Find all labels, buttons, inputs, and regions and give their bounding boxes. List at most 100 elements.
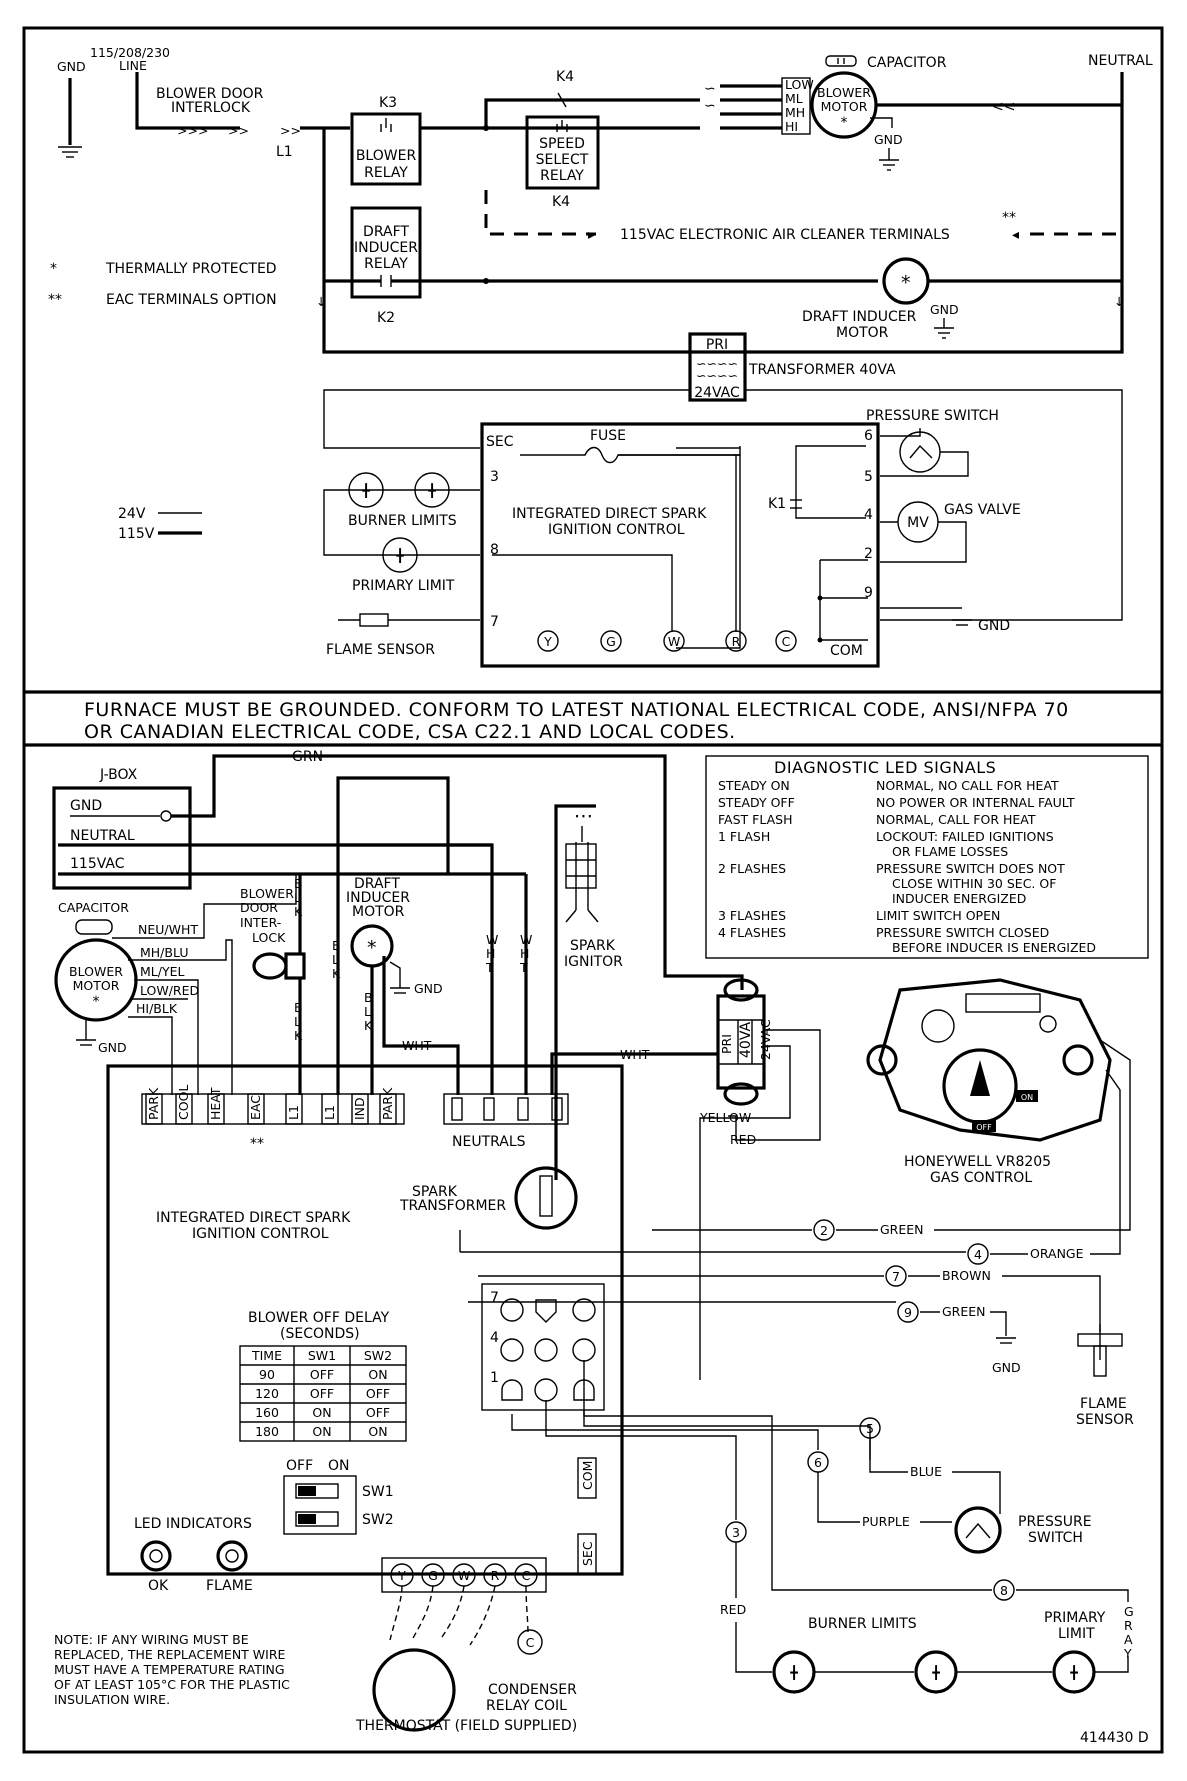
sw1-switch[interactable] <box>295 1483 339 1499</box>
diag-code: STEADY ON <box>718 778 790 793</box>
condenser-line2: RELAY COIL <box>486 1698 567 1714</box>
pl-line1: PRIMARY <box>1044 1610 1106 1626</box>
delay-cell: ON <box>368 1424 387 1439</box>
wire-n9: 9 <box>904 1305 912 1320</box>
svg-text:>>: >> <box>228 123 249 138</box>
delay-title-2: (SECONDS) <box>280 1326 360 1342</box>
svg-text:╋: ╋ <box>1070 1665 1078 1681</box>
tap-hi: HI <box>785 119 798 134</box>
diag-desc: NORMAL, NO CALL FOR HEAT <box>876 778 1059 793</box>
board-terminal-label: COOL <box>176 1085 191 1120</box>
pin-1: 1 <box>490 1370 499 1386</box>
wire-green: GREEN <box>880 1222 924 1237</box>
svg-text:↓: ↓ <box>316 294 326 309</box>
wire-neu-wht: NEU/WHT <box>138 922 198 937</box>
diag-desc: INDUCER ENERGIZED <box>892 891 1026 906</box>
gnd-label: GND <box>57 59 86 74</box>
k3-label: K3 <box>379 95 397 111</box>
svg-text:L: L <box>332 952 339 967</box>
wht-label-1: WHT <box>402 1038 432 1053</box>
svg-text:∽∽∽∽: ∽∽∽∽ <box>696 356 738 371</box>
bottom-term-w: W <box>458 1568 470 1583</box>
svg-text:L: L <box>294 890 301 905</box>
motor-gnd-label: GND <box>874 132 903 147</box>
diag-desc: LIMIT SWITCH OPEN <box>876 908 1000 923</box>
draft-inducer-relay-line1: DRAFT <box>363 224 409 240</box>
diag-code: 2 FLASHES <box>718 861 786 876</box>
wire-orange: ORANGE <box>1030 1246 1084 1261</box>
draft-inducer-relay-line3: RELAY <box>364 256 408 272</box>
diag-desc: NORMAL, CALL FOR HEAT <box>876 812 1036 827</box>
ladder-schematic: GND 115/208/230 LINE BLOWER DOOR INTERLO… <box>48 45 1153 668</box>
svg-text:K: K <box>364 1018 373 1033</box>
delay-cell: 160 <box>255 1405 279 1420</box>
com-term: COM <box>580 1461 595 1490</box>
dip-on: ON <box>328 1458 350 1474</box>
svg-text:W: W <box>486 932 498 947</box>
bottom-term-y: Y <box>397 1568 406 1583</box>
svg-text:∽: ∽ <box>704 98 716 114</box>
sw2-switch[interactable] <box>295 1511 339 1527</box>
red-label: RED <box>730 1132 756 1147</box>
wire-hi-blk: HI/BLK <box>136 1001 178 1016</box>
burner-limits-label: BURNER LIMITS <box>808 1616 917 1632</box>
top-term-c: C <box>782 634 791 649</box>
top-term-w: W <box>668 634 680 649</box>
gv-off: OFF <box>976 1123 992 1132</box>
note-line2: REPLACED, THE REPLACEMENT WIRE <box>54 1647 286 1662</box>
draft-inducer-motor-line1: DRAFT INDUCER <box>802 309 917 325</box>
ignition-control-line2: IGNITION CONTROL <box>548 522 685 538</box>
jbox-gnd: GND <box>70 798 102 814</box>
bottom-thermostat-terminals: Y G W R C <box>390 1563 538 1587</box>
svg-text:↓: ↓ <box>1114 294 1124 309</box>
speed-select-relay-line2: SELECT <box>536 152 589 168</box>
delay-cell: 120 <box>255 1386 279 1401</box>
delay-cell: ON <box>312 1424 331 1439</box>
top-term-r: R <box>732 634 741 649</box>
bm-line2: MOTOR <box>73 978 120 993</box>
eac-stars: ** <box>1002 210 1016 226</box>
speed-select-relay-line1: SPEED <box>539 136 585 152</box>
wire-n7: 7 <box>892 1269 900 1284</box>
delay-cell: OFF <box>310 1386 334 1401</box>
primary-limit: ╋ <box>382 537 418 573</box>
svg-text:╋: ╋ <box>428 483 436 499</box>
draft-inducer-motor-line2: MOTOR <box>836 325 889 341</box>
legend-24v: 24V <box>118 506 146 522</box>
neutral-terminal <box>551 1097 563 1121</box>
spark-transformer-line1: SPARK <box>412 1184 458 1200</box>
delay-header: SW2 <box>364 1348 392 1363</box>
board-terminal <box>321 1093 339 1125</box>
k2-label: K2 <box>377 310 395 326</box>
svg-text:Y: Y <box>1123 1646 1132 1661</box>
blower-motor-star: * <box>841 115 848 131</box>
inducer-star: * <box>901 272 911 294</box>
honeywell-label: Honeywell <box>971 998 1035 1011</box>
bt-pri: PRI <box>719 1034 734 1054</box>
outer-frame <box>22 26 1164 1754</box>
dip-off: OFF <box>286 1458 313 1474</box>
blower-motor-line2: MOTOR <box>821 99 868 114</box>
note-line4: OF AT LEAST 105°C FOR THE PLASTIC <box>54 1677 290 1692</box>
board-ignition-line1: INTEGRATED DIRECT SPARK <box>156 1210 351 1226</box>
diag-desc: OR FLAME LOSSES <box>892 844 1008 859</box>
ps-line1: PRESSURE <box>1018 1514 1092 1530</box>
wht-vertical-1: W H T <box>485 932 498 975</box>
diag-desc: NO POWER OR INTERNAL FAULT <box>876 795 1075 810</box>
svg-text:⋯: ⋯ <box>574 805 594 827</box>
wire-red: RED <box>720 1602 746 1617</box>
wire-brown: BROWN <box>942 1268 991 1283</box>
board-terminal-label: PARK <box>146 1087 161 1120</box>
gas-valve-illustration: Honeywell ON OFF <box>866 978 1112 1142</box>
svg-text:A: A <box>1124 1632 1133 1647</box>
led-indicators-label: LED INDICATORS <box>134 1516 252 1532</box>
bi-star: * <box>367 937 377 959</box>
delay-cell: 180 <box>255 1424 279 1439</box>
board-terminal-label: L1 <box>322 1105 337 1120</box>
mv-label: MV <box>907 515 929 531</box>
sec-label: SEC <box>486 434 514 450</box>
delay-cell: 90 <box>259 1367 275 1382</box>
board-terminal-label: HEAT <box>208 1087 223 1120</box>
sec-term: SEC <box>580 1541 595 1566</box>
gas-valve-label: GAS VALVE <box>944 502 1021 518</box>
